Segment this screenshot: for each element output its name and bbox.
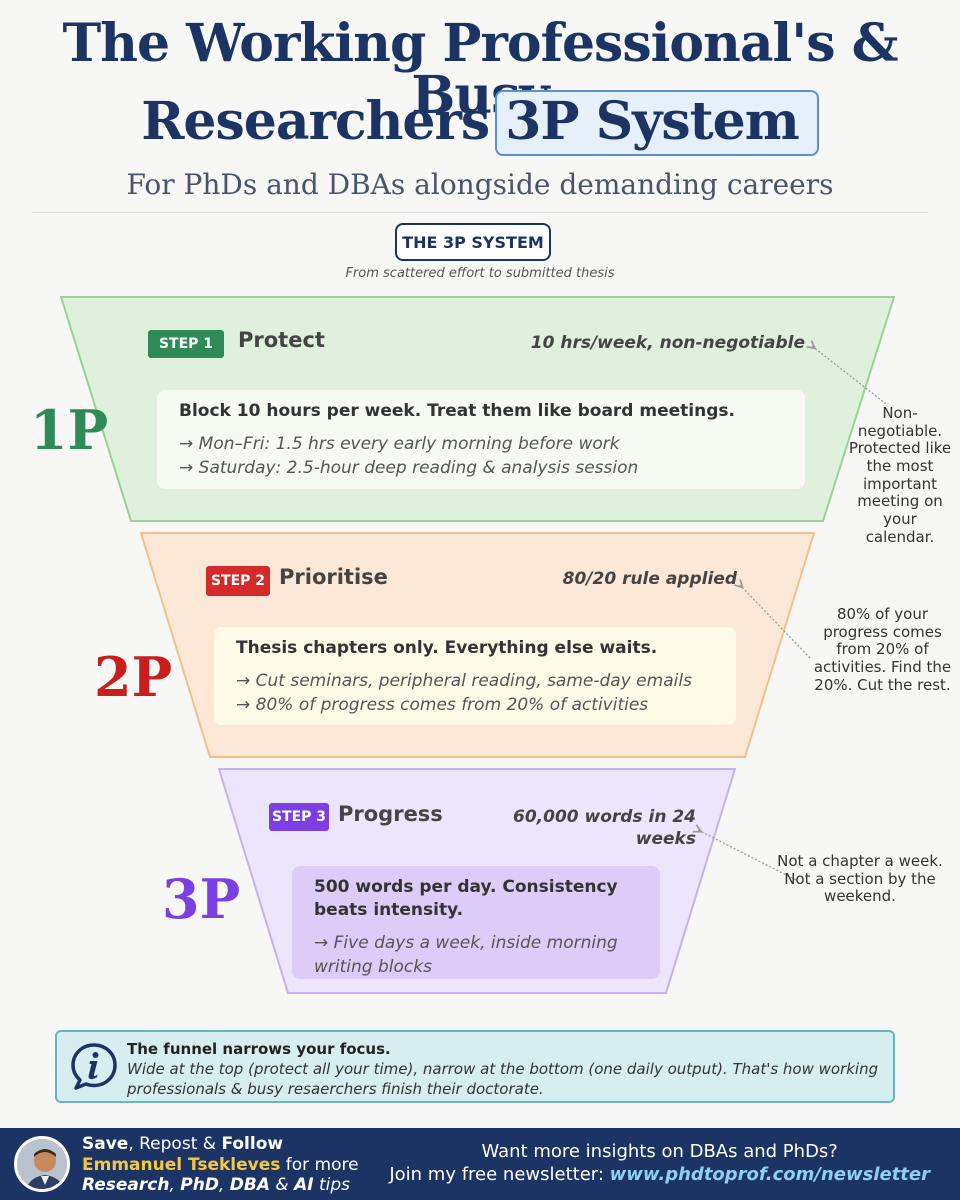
step-1-badge: STEP 1: [148, 330, 224, 358]
step-1-main-text: Block 10 hours per week. Treat them like…: [179, 401, 735, 421]
info-box: The funnel narrows your focus. Wide at t…: [55, 1030, 895, 1103]
footer-cta-line-1: Save, Repost & Follow: [82, 1134, 359, 1155]
system-caption: From scattered effort to submitted thesi…: [345, 266, 615, 281]
cta-follow: Follow: [221, 1134, 284, 1154]
step-2-content-box: Thesis chapters only. Everything else wa…: [214, 627, 736, 725]
info-title: The funnel narrows your focus.: [127, 1040, 391, 1058]
newsletter-link[interactable]: www.phdtoprof.com/newsletter: [609, 1164, 930, 1186]
step-3-meta: 60,000 words in 24 weeks: [513, 807, 696, 850]
footer-bar: Save, Repost & Follow Emmanuel Tsekleves…: [0, 1128, 960, 1200]
step-2-item: → 80% of progress comes from 20% of acti…: [236, 694, 649, 715]
step-1-name: Protect: [238, 328, 325, 352]
author-avatar: [14, 1136, 70, 1192]
side-note-2: 80% of your progress comes from 20% of a…: [813, 605, 952, 694]
side-note-1: Non-negotiable. Protected like the most …: [848, 404, 952, 546]
arrow-step-1: [812, 346, 887, 405]
title-highlight: 3P System: [495, 90, 819, 156]
cta-for-more: for more: [280, 1154, 359, 1175]
step-3-content-box: 500 words per day. Consistency beats int…: [292, 866, 660, 979]
footer-newsletter: Want more insights on DBAs and PhDs? Joi…: [389, 1140, 930, 1186]
step-2-badge: STEP 2: [206, 566, 270, 596]
step-1-meta: 10 hrs/week, non-negotiable: [530, 333, 805, 353]
funnel-step-3: STEP 3 Progress 60,000 words in 24 weeks…: [218, 768, 736, 994]
header-divider: [32, 212, 928, 213]
step-2-name: Prioritise: [279, 565, 388, 589]
footer-cta-line-3: Research, PhD, DBA & AI tips: [82, 1175, 351, 1196]
page-subtitle: For PhDs and DBAs alongside demanding ca…: [126, 168, 834, 201]
step-3-main-text: 500 words per day. Consistency beats int…: [314, 877, 618, 920]
p-label-1: 1P: [30, 398, 109, 462]
cta-save: Save: [82, 1134, 129, 1154]
step-1-content-box: Block 10 hours per week. Treat them like…: [157, 390, 805, 489]
author-photo: [17, 1139, 67, 1189]
author-name[interactable]: Emmanuel Tsekleves: [82, 1154, 281, 1175]
p-label-2: 2P: [94, 645, 173, 709]
info-icon: [71, 1043, 117, 1090]
footer-cta-line-2: Emmanuel Tsekleves for more: [82, 1155, 359, 1176]
step-2-item: → Cut seminars, peripheral reading, same…: [236, 670, 692, 691]
info-body: Wide at the top (protect all your time),…: [127, 1060, 879, 1098]
system-label-box: THE 3P SYSTEM: [395, 223, 551, 261]
title-prefix: Researchers: [141, 91, 490, 152]
arrow-step-2: [740, 585, 811, 659]
cta-amp: &: [202, 1134, 222, 1154]
step-3-item: → Five days a week, inside morning writi…: [314, 932, 618, 977]
step-2-main-text: Thesis chapters only. Everything else wa…: [236, 638, 658, 658]
step-2-meta: 80/20 rule applied: [562, 569, 737, 589]
step-3-name: Progress: [338, 802, 443, 826]
newsletter-line-2: Join my free newsletter: www.phdtoprof.c…: [389, 1163, 930, 1186]
funnel-step-2: STEP 2 Prioritise 80/20 rule applied The…: [140, 532, 815, 758]
step-1-item: → Saturday: 2.5-hour deep reading & anal…: [179, 457, 639, 478]
funnel-step-1: STEP 1 Protect 10 hrs/week, non-negotiab…: [60, 296, 895, 522]
step-3-badge: STEP 3: [269, 803, 329, 831]
footer-cta: Save, Repost & Follow Emmanuel Tsekleves…: [82, 1134, 359, 1196]
step-1-item: → Mon–Fri: 1.5 hrs every early morning b…: [179, 433, 620, 454]
newsletter-label: Join my free newsletter:: [389, 1164, 610, 1186]
cta-repost: , Repost: [128, 1134, 203, 1154]
newsletter-line-1: Want more insights on DBAs and PhDs?: [481, 1141, 838, 1162]
side-note-3: Not a chapter a week. Not a section by t…: [777, 852, 943, 906]
p-label-3: 3P: [162, 867, 241, 931]
